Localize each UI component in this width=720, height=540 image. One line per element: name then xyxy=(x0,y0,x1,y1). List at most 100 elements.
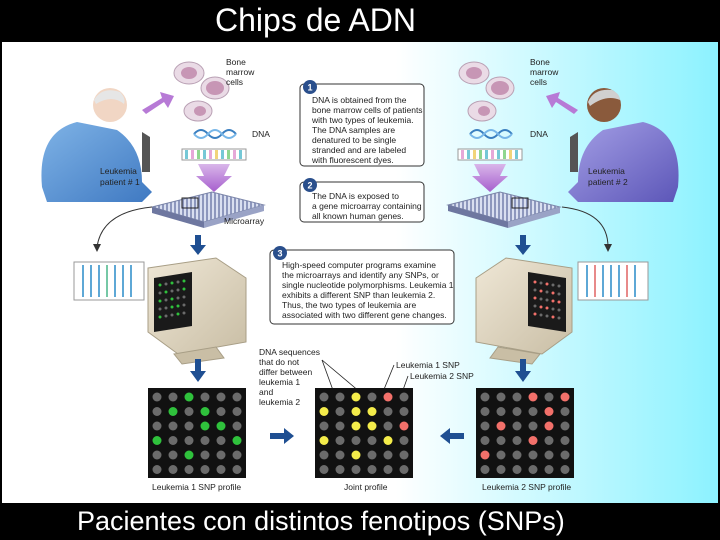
svg-text:and: and xyxy=(259,387,273,397)
snp-spot xyxy=(336,407,345,416)
svg-text:single nucleotide polymorphism: single nucleotide polymorphisms. Leukemi… xyxy=(282,280,454,290)
snp-spot xyxy=(497,393,506,402)
snp-spot xyxy=(497,407,506,416)
bone-label-left-1: Bone xyxy=(226,57,246,67)
profile-2-label: Leukemia 2 SNP profile xyxy=(482,482,571,492)
svg-text:all known human genes.: all known human genes. xyxy=(312,211,404,221)
snp-spot xyxy=(352,436,361,445)
svg-text:that do not: that do not xyxy=(259,357,300,367)
snp-spot xyxy=(513,465,522,474)
snp-spot xyxy=(513,407,522,416)
arrow-to-joint-right xyxy=(440,428,464,444)
svg-text:bone marrow cells of patients: bone marrow cells of patients xyxy=(312,105,423,115)
bone-label-left-3: cells xyxy=(226,77,243,87)
svg-text:Leukemia: Leukemia xyxy=(588,166,625,176)
curve-arrow-right xyxy=(562,207,608,247)
snp-spot xyxy=(352,407,361,416)
down-arrow-left xyxy=(190,235,206,255)
patient-right: Leukemia patient # 2 xyxy=(568,88,679,202)
snp-spot xyxy=(153,393,162,402)
snp-spot xyxy=(513,451,522,460)
caption-bar: Pacientes con distintos fenotipos (SNPs) xyxy=(0,503,720,540)
svg-text:DNA sequences: DNA sequences xyxy=(259,347,320,357)
snp-spot xyxy=(513,393,522,402)
snp-spot xyxy=(481,422,490,431)
annotation-same-3: differ between xyxy=(259,367,313,377)
arrow-icon xyxy=(142,92,174,114)
snp-spot xyxy=(201,451,210,460)
svg-text:Joint profile: Joint profile xyxy=(344,482,388,492)
step-1-line-6: stranded and are labeled xyxy=(312,145,406,155)
step-3-line-4: exhibits a different SNP than leukemia 2… xyxy=(282,290,435,300)
svg-text:DNA: DNA xyxy=(252,129,270,139)
snp-spot xyxy=(153,465,162,474)
snp-spot xyxy=(233,393,242,402)
patient-left-label-2: patient # 1 xyxy=(100,177,140,187)
snp-spot xyxy=(320,407,329,416)
snp-spot xyxy=(561,393,570,402)
snp-spot xyxy=(336,422,345,431)
svg-text:Microarray: Microarray xyxy=(224,216,265,226)
patient-right-label-2: patient # 2 xyxy=(588,177,628,187)
snp-spot xyxy=(400,465,409,474)
annotation-snp2: Leukemia 2 SNP xyxy=(410,371,474,381)
step-1-box: 1 DNA is obtained from the bone marrow c… xyxy=(300,80,424,166)
slide-title: Chips de ADN xyxy=(215,2,416,39)
annotation-same-4: leukemia 1 xyxy=(259,377,300,387)
patient-left: Leukemia patient # 1 xyxy=(41,88,152,202)
snp-spot xyxy=(384,451,393,460)
svg-text:patient # 2: patient # 2 xyxy=(588,177,628,187)
snp-spot xyxy=(384,422,393,431)
svg-text:1: 1 xyxy=(307,83,312,93)
snp-spot xyxy=(400,393,409,402)
snp-spot xyxy=(320,436,329,445)
svg-text:differ between: differ between xyxy=(259,367,313,377)
patient-right-chair xyxy=(570,132,578,172)
svg-text:leukemia 2: leukemia 2 xyxy=(259,397,300,407)
snp-spot xyxy=(384,393,393,402)
profile-grid-background xyxy=(315,388,413,478)
bone-label-right-3: cells xyxy=(530,77,547,87)
step-3-line-6: associated with two different gene chang… xyxy=(282,310,447,320)
svg-text:DNA is obtained from the: DNA is obtained from the xyxy=(312,95,407,105)
snp-spot xyxy=(352,465,361,474)
step-3-box: 3 High-speed computer programs examine t… xyxy=(270,246,454,324)
svg-text:a gene microarray containing: a gene microarray containing xyxy=(312,201,422,211)
profile-1-label: Leukemia 1 SNP profile xyxy=(152,482,241,492)
svg-text:The DNA samples are: The DNA samples are xyxy=(312,125,395,135)
patient-right-label-1: Leukemia xyxy=(588,166,625,176)
step-1-number: 1 xyxy=(307,83,312,93)
snp-spot xyxy=(368,436,377,445)
bone-label-right-2: marrow xyxy=(530,67,559,77)
snp-spot xyxy=(529,422,538,431)
snp-spot xyxy=(561,465,570,474)
microarray-label: Microarray xyxy=(224,216,265,226)
snp-spot xyxy=(400,407,409,416)
svg-text:cells: cells xyxy=(226,77,243,87)
svg-text:Leukemia: Leukemia xyxy=(100,166,137,176)
joint-profile-label: Joint profile xyxy=(344,482,388,492)
svg-text:Bone: Bone xyxy=(226,57,246,67)
scan-strip-right xyxy=(578,262,648,300)
snp-spot xyxy=(497,436,506,445)
svg-text:exhibits a different SNP than: exhibits a different SNP than leukemia 2… xyxy=(282,290,435,300)
arrow-icon xyxy=(546,92,578,114)
arrow-to-joint-left xyxy=(270,428,294,444)
step-3-line-5: Thus, the two types of leukemia are xyxy=(282,300,416,310)
snp-spot xyxy=(185,407,194,416)
step-1-line-7: with fluorescent dyes. xyxy=(311,155,394,165)
annotation-same-5: and xyxy=(259,387,273,397)
annotation-same-2: that do not xyxy=(259,357,300,367)
snp-spot xyxy=(545,422,554,431)
step-3-number: 3 xyxy=(277,249,282,259)
snp-spot xyxy=(561,422,570,431)
snp-spot xyxy=(153,407,162,416)
svg-text:The DNA is exposed to: The DNA is exposed to xyxy=(312,191,399,201)
snp-spot xyxy=(481,393,490,402)
step-2-line-2: a gene microarray containing xyxy=(312,201,422,211)
step-2-line-1: The DNA is exposed to xyxy=(312,191,399,201)
snp-spot xyxy=(561,436,570,445)
snp-spot xyxy=(153,436,162,445)
snp-spot xyxy=(368,465,377,474)
snp-spot xyxy=(400,451,409,460)
